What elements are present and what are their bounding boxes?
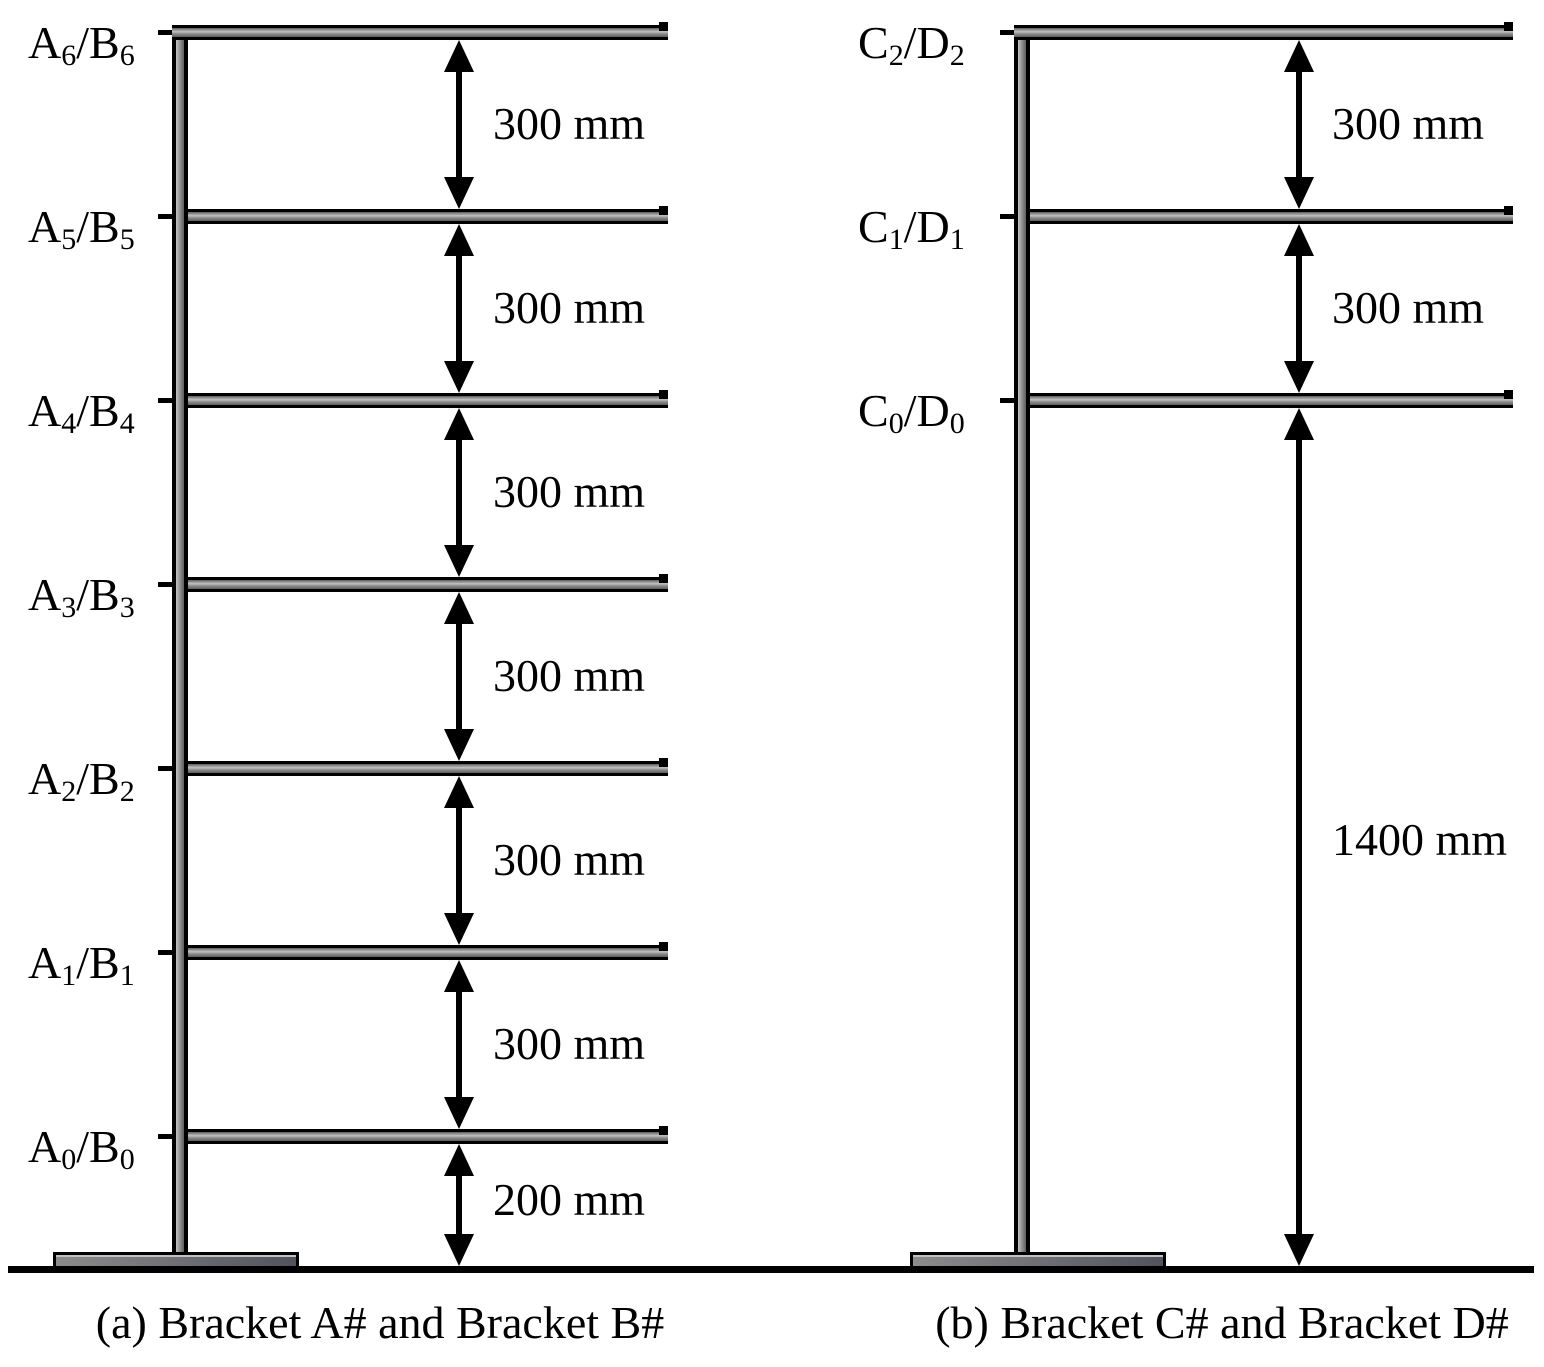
bracket-pole: [1014, 25, 1030, 1252]
dimension-label: 200 mm: [493, 1174, 646, 1225]
bracket-arm: [188, 945, 668, 960]
dimension-label: 300 mm: [493, 650, 646, 701]
bracket-arm: [1014, 25, 1513, 40]
arm-left-stub: [1000, 398, 1014, 403]
caption-panel-b: (b) Bracket C# and Bracket D#: [935, 1297, 1509, 1348]
bracket-arm: [188, 209, 668, 224]
caption-panel-a: (a) Bracket A# and Bracket B#: [95, 1297, 665, 1348]
level-label: A0/B0: [28, 1121, 135, 1176]
dimension-label: 300 mm: [493, 98, 646, 149]
dimension-arrow-shaft: [456, 66, 462, 183]
level-label: C2/D2: [858, 17, 965, 72]
bracket-pole: [172, 25, 188, 1252]
arm-left-stub: [158, 1134, 172, 1139]
dimension-label: 300 mm: [493, 1018, 646, 1069]
level-label: A6/B6: [28, 17, 135, 72]
dimension-arrow-shaft: [1296, 434, 1302, 1240]
dimension-label: 300 mm: [493, 466, 646, 517]
arm-left-stub: [158, 950, 172, 955]
dimension-arrow-shaft: [456, 802, 462, 919]
arm-end-cap: [1504, 206, 1513, 215]
arm-left-stub: [158, 766, 172, 771]
bracket-arm: [188, 393, 668, 408]
arm-end-cap: [1504, 390, 1513, 399]
dimension-label: 1400 mm: [1332, 814, 1508, 865]
dimension-arrow-shaft: [1296, 66, 1302, 183]
arm-end-cap: [659, 206, 668, 215]
level-label: A5/B5: [28, 201, 135, 256]
ground-line: [8, 1266, 1534, 1273]
arm-end-cap: [659, 22, 668, 31]
level-label: C0/D0: [858, 385, 965, 440]
bracket-arm: [172, 25, 668, 40]
arm-left-stub: [158, 398, 172, 403]
bracket-arm: [188, 1129, 668, 1144]
dimension-label: 300 mm: [493, 282, 646, 333]
bracket-arm: [1030, 393, 1513, 408]
bracket-arm: [188, 761, 668, 776]
arm-left-stub: [1000, 30, 1014, 35]
dimension-arrow-shaft: [456, 1170, 462, 1240]
bracket-arm: [1030, 209, 1513, 224]
level-label: A2/B2: [28, 753, 135, 808]
arm-left-stub: [1000, 214, 1014, 219]
arm-left-stub: [158, 30, 172, 35]
level-label: A1/B1: [28, 937, 135, 992]
dimension-label: 300 mm: [1332, 282, 1485, 333]
dimension-label: 300 mm: [1332, 98, 1485, 149]
arm-end-cap: [659, 574, 668, 583]
bracket-arm: [188, 577, 668, 592]
arm-end-cap: [659, 1126, 668, 1135]
arm-end-cap: [659, 390, 668, 399]
arm-left-stub: [158, 214, 172, 219]
dimension-label: 300 mm: [493, 834, 646, 885]
arm-end-cap: [659, 758, 668, 767]
dimension-arrow-shaft: [456, 434, 462, 551]
dimension-arrow-shaft: [1296, 250, 1302, 367]
arm-left-stub: [158, 582, 172, 587]
level-label: A3/B3: [28, 569, 135, 624]
arm-end-cap: [659, 942, 668, 951]
level-label: C1/D1: [858, 201, 965, 256]
dimension-arrow-shaft: [456, 986, 462, 1103]
level-label: A4/B4: [28, 385, 135, 440]
dimension-arrow-shaft: [456, 250, 462, 367]
dimension-arrow-shaft: [456, 618, 462, 735]
arm-end-cap: [1504, 22, 1513, 31]
